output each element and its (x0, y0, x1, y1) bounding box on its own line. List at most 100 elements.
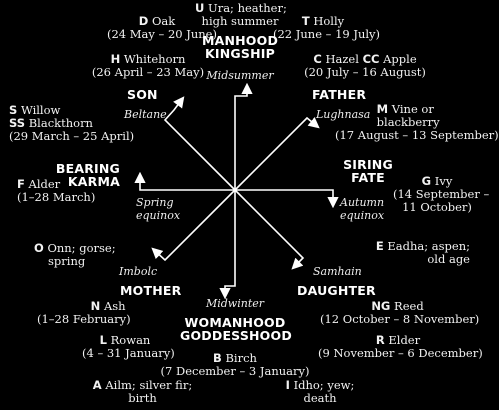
festival-midwinter: Midwinter (205, 297, 265, 310)
tree-fearn: F Alder (1–28 March) (17, 178, 95, 204)
aspect-womanhood-goddesshood: WOMANHOOD GODDESSHOOD (180, 315, 292, 342)
tree-dates: (22 June – 19 July) (273, 27, 381, 41)
eight-spoke-wheel (134, 82, 339, 300)
tree-dates: (29 March – 25 April) (9, 129, 135, 143)
tree-label: death (303, 391, 337, 405)
tree-label: old age (427, 252, 470, 266)
tree-name: Willow (20, 103, 61, 117)
tree-letter: U (195, 1, 205, 15)
aspect-label: FATE (351, 170, 385, 185)
spoke-north (234, 82, 253, 190)
tree-letter: NG (371, 299, 391, 313)
tree-dates: (14 September – (393, 187, 490, 201)
tree-letter: E (375, 239, 384, 253)
tree-letter: H (110, 52, 121, 66)
tree-letter: O (34, 241, 44, 255)
tree-dates: (9 November – 6 December) (318, 346, 483, 360)
tree-name: Reed (394, 299, 424, 313)
tree-name: Rowan (110, 333, 151, 347)
festival-lughnasa: Lughnasa (316, 108, 371, 121)
tree-name: Whitehorn (123, 52, 186, 66)
tree-eadha: E Eadha; aspen; old age (360, 240, 470, 266)
festival-label: Spring (136, 196, 174, 209)
tree-label: Vine or (391, 102, 434, 116)
tree-letter: N (90, 299, 101, 313)
wheel-of-the-year-diagram: U Ura; heather; high summer D Oak (24 Ma… (9, 1, 499, 405)
tree-name: Holly (313, 14, 345, 28)
aspect-father: FATHER (312, 87, 367, 102)
tree-letter: CC (362, 52, 380, 66)
tree-letter: A (92, 378, 102, 392)
aspect-daughter: DAUGHTER (297, 283, 376, 298)
tree-ailm: A Ailm; silver fir; birth (85, 379, 200, 405)
tree-name: Elder (388, 333, 421, 347)
tree-letter: L (99, 333, 107, 347)
spoke-southeast (234, 189, 305, 270)
tree-onn: O Onn; gorse; spring (34, 242, 116, 268)
festival-autumn-equinox: Autumn equinox (340, 196, 384, 222)
tree-huath: H Whitehorn (26 April – 23 May) (88, 53, 208, 79)
tree-label: Onn; gorse; (47, 241, 116, 255)
tree-tinne: T Holly (22 June – 19 July) (273, 14, 380, 41)
tree-beith: B Birch (7 December – 3 January) (160, 352, 310, 378)
tree-ngetal: NG Reed (12 October – 8 November) (320, 299, 479, 326)
tree-name: Alder (28, 177, 61, 191)
tree-label: Eadha; aspen; (387, 239, 470, 253)
tree-gort: G Ivy (14 September – 11 October) (393, 174, 489, 214)
tree-dates: (1–28 February) (37, 312, 131, 326)
tree-dates: (1–28 March) (17, 190, 96, 204)
tree-label: birth (128, 391, 157, 405)
tree-dates: (26 April – 23 May) (91, 65, 205, 79)
aspect-label: MANHOOD (201, 33, 279, 48)
tree-letter: R (375, 333, 385, 347)
tree-name: Blackthorn (28, 116, 93, 130)
tree-letter: SS (9, 116, 26, 130)
festival-midsummer: Midsummer (206, 69, 274, 82)
tree-dates: (12 October – 8 November) (320, 312, 480, 326)
tree-nion: N Ash (1–28 February) (37, 300, 131, 326)
tree-name: Hazel (325, 52, 359, 66)
tree-label: Ura; heather; (208, 1, 287, 15)
tree-letter: B (213, 351, 222, 365)
festival-label: equinox (136, 209, 181, 222)
spoke-southwest (151, 189, 236, 262)
tree-dates: 11 October) (402, 200, 472, 214)
aspect-bearing-karma: BEARING KARMA (50, 162, 120, 188)
tree-label: blackberry (376, 115, 440, 129)
tree-ura: U Ura; heather; high summer (195, 1, 287, 28)
tree-name: Birch (225, 351, 257, 365)
festival-beltane: Beltane (124, 108, 167, 121)
spoke-east (235, 189, 339, 209)
tree-label: Idho; yew; (293, 378, 355, 392)
aspect-mother: MOTHER (120, 283, 182, 298)
tree-name: Apple (383, 52, 417, 66)
aspect-siring-fate: SIRING FATE (333, 158, 403, 184)
tree-dates: (4 – 31 January) (82, 346, 175, 360)
tree-letter: T (301, 14, 310, 28)
aspect-label: SIRING (343, 157, 393, 172)
tree-letter: I (285, 378, 290, 392)
tree-label: Ailm; silver fir; (105, 378, 193, 392)
spoke-northeast (234, 116, 320, 191)
tree-saille: S Willow SS Blackthorn (29 March – 25 Ap… (9, 104, 134, 143)
tree-letter: M (376, 102, 389, 116)
tree-coll: C Hazel CC Apple (20 July – 16 August) (300, 53, 430, 79)
tree-name: Oak (151, 14, 176, 28)
aspect-label: KARMA (67, 174, 120, 189)
tree-label: high summer (201, 14, 279, 28)
tree-duir: D Oak (24 May – 20 June) (107, 14, 217, 41)
tree-dates: (24 May – 20 June) (107, 27, 217, 41)
tree-idho: I Idho; yew; death (275, 379, 365, 405)
tree-dates: (7 December – 3 January) (160, 364, 310, 378)
tree-letter: G (421, 174, 432, 188)
tree-name: Ivy (434, 174, 453, 188)
aspect-son: SON (127, 87, 158, 102)
spoke-northwest (163, 96, 236, 191)
spoke-west (134, 171, 235, 191)
tree-label: spring (48, 254, 86, 268)
festival-label: equinox (340, 209, 385, 222)
aspect-manhood-kingship: MANHOOD KINGSHIP (190, 34, 290, 60)
aspect-label: WOMANHOOD (184, 315, 286, 330)
festival-spring-equinox: Spring equinox (136, 196, 180, 222)
festival-label: Autumn (340, 196, 385, 209)
